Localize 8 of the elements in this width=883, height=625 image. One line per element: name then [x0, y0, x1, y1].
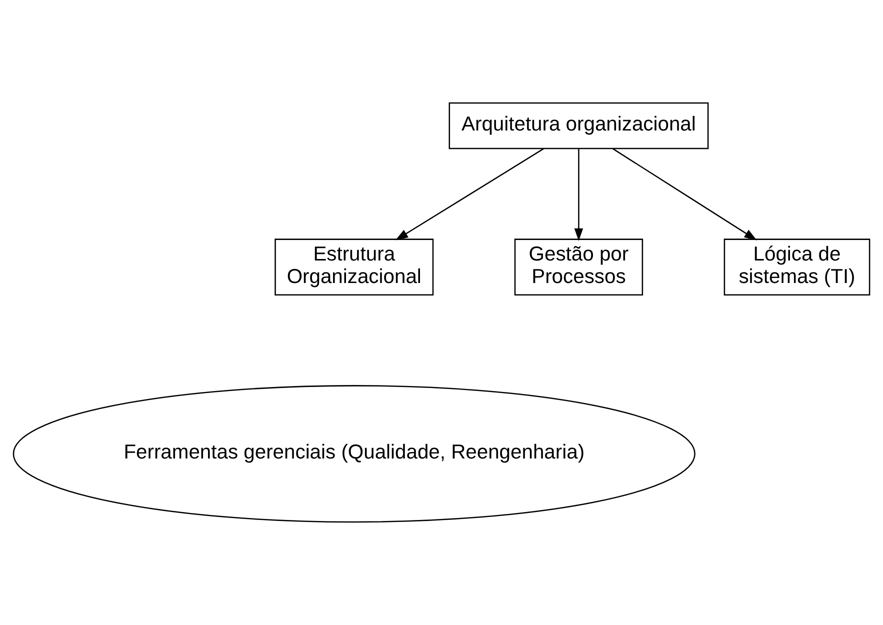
node-box: Estrutura Organizacional: [274, 238, 434, 296]
node-box: Gestão por Processos: [514, 238, 644, 296]
node-ellipse: Ferramentas gerenciais (Qualidade, Reengenharia): [12, 385, 696, 523]
node-box: Lógica de sistemas (TI): [724, 238, 870, 296]
node-box: Arquitetura organizacional: [448, 102, 709, 150]
arrow: [395, 148, 544, 240]
arrow: [612, 148, 757, 240]
arrow: [574, 148, 584, 241]
